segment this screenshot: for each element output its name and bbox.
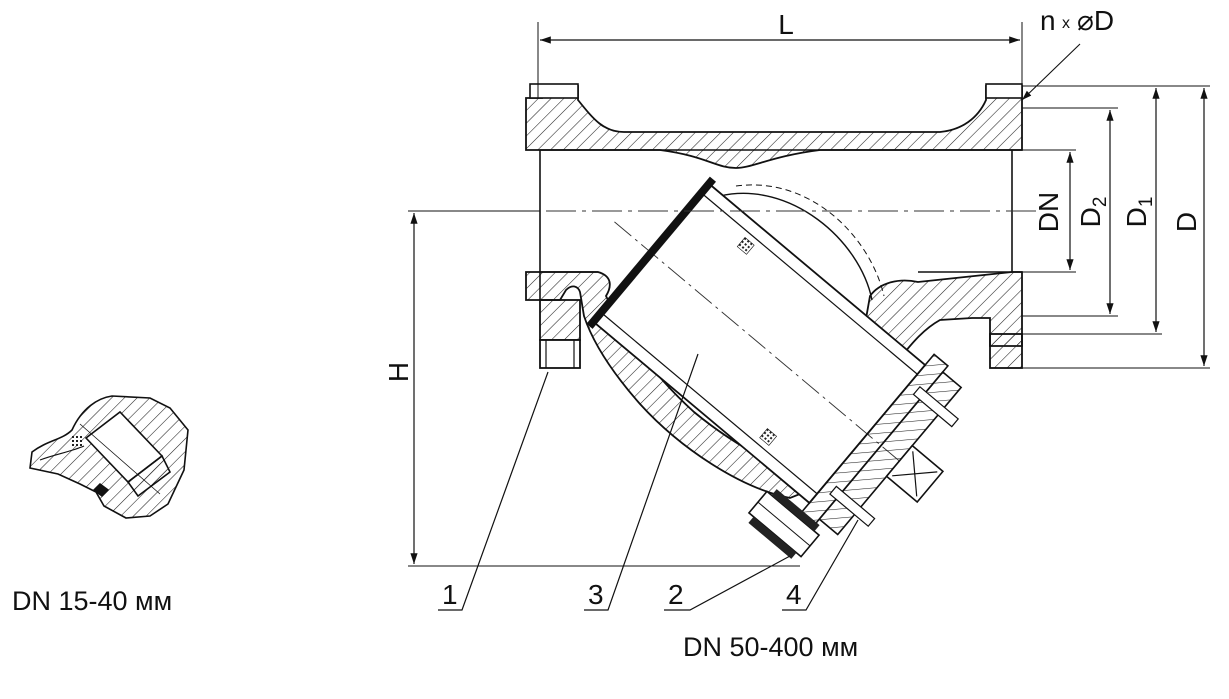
leader-4 bbox=[782, 519, 859, 611]
cover-bolt-assembly bbox=[747, 489, 821, 559]
small-screen-axis bbox=[79, 423, 161, 495]
branch-arc bbox=[719, 192, 873, 301]
small-strainer-figure bbox=[29, 395, 189, 519]
body-upper-wall bbox=[525, 85, 1023, 169]
d2-label: D2 bbox=[1075, 197, 1111, 228]
callout-3: 3 bbox=[588, 579, 604, 610]
left-flange-tab-upper bbox=[539, 299, 581, 341]
branch-arc-hidden bbox=[735, 184, 885, 297]
left-flange-top-tab bbox=[529, 83, 579, 99]
screen-axis bbox=[614, 221, 914, 473]
small-screen-cap bbox=[126, 454, 172, 498]
mesh-mark-bottom bbox=[759, 428, 778, 446]
mesh-mark-top bbox=[736, 236, 755, 255]
callout-2: 2 bbox=[668, 579, 684, 610]
small-mesh-mark bbox=[72, 436, 82, 446]
left-flange-tab-lower bbox=[539, 339, 581, 369]
right-flange-tab bbox=[989, 333, 1023, 369]
bolt-lower bbox=[829, 485, 876, 528]
small-flow-passage bbox=[39, 445, 85, 461]
d-label: D bbox=[1171, 212, 1202, 232]
caption-small-variant: DN 15-40 мм bbox=[12, 586, 173, 616]
callout-1: 1 bbox=[442, 579, 458, 610]
leader-2 bbox=[664, 555, 791, 611]
h-label: H bbox=[383, 362, 414, 382]
screen-cartridge bbox=[586, 176, 963, 536]
callout-leaders bbox=[438, 353, 859, 611]
caption-large-variant: DN 50-400 мм bbox=[683, 632, 859, 662]
d1-label: D1 bbox=[1121, 197, 1157, 228]
leader-3 bbox=[584, 353, 699, 611]
callout-4: 4 bbox=[786, 579, 802, 610]
bolt-upper bbox=[912, 385, 960, 428]
right-flange-top-tab bbox=[985, 83, 1023, 99]
main-strainer-figure: H L n x ⌀D DN D2 D1 D bbox=[383, 5, 1210, 611]
bolt-hole-x: x bbox=[1062, 15, 1070, 32]
leader-1 bbox=[438, 371, 549, 611]
bolt-hole-n: n bbox=[1040, 5, 1056, 36]
bolt-hole-leader bbox=[1021, 43, 1081, 101]
bolt-hole-dia: ⌀D bbox=[1077, 5, 1114, 36]
dn-label: DN bbox=[1033, 192, 1064, 232]
small-seat bbox=[92, 482, 110, 498]
l-label: L bbox=[778, 9, 794, 40]
